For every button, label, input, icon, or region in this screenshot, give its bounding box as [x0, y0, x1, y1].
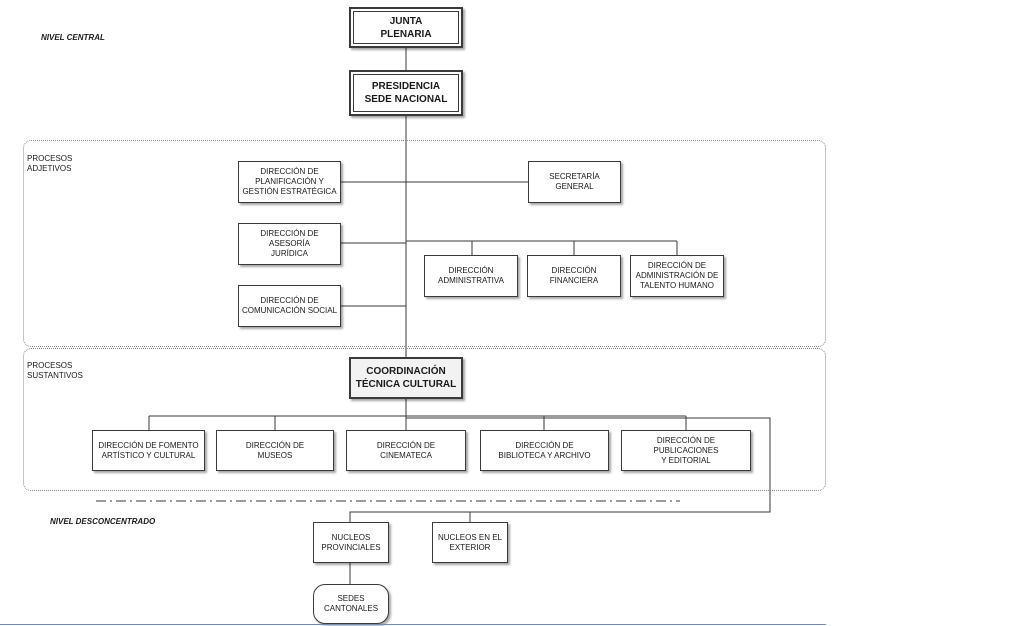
- level-central-label: NIVEL CENTRAL: [41, 33, 105, 42]
- region-sustantivos-label: PROCESOS SUSTANTIVOS: [27, 361, 83, 380]
- node-secretaria: SECRETARÍA GENERAL: [528, 161, 621, 203]
- node-talento-humano: DIRECCIÓN DE ADMINISTRACIÓN DE TALENTO H…: [630, 255, 724, 297]
- node-biblioteca: DIRECCIÓN DE BIBLIOTECA Y ARCHIVO: [480, 430, 609, 471]
- node-sedes-cantonales: SEDES CANTONALES: [313, 584, 389, 624]
- node-planificacion: DIRECCIÓN DE PLANIFICACIÓN Y GESTIÓN EST…: [238, 161, 341, 203]
- node-nucleos-exterior: NUCLEOS EN EL EXTERIOR: [432, 522, 508, 563]
- node-fomento: DIRECCIÓN DE FOMENTO ARTÍSTICO Y CULTURA…: [92, 430, 205, 471]
- node-junta-plenaria: JUNTA PLENARIA: [349, 7, 463, 48]
- node-asesoria: DIRECCIÓN DE ASESORÍA JURÍDICA: [238, 223, 341, 265]
- node-comunicacion: DIRECCIÓN DE COMUNICACIÓN SOCIAL: [238, 285, 341, 327]
- link-desconcentrado: [349, 417, 771, 522]
- node-museos: DIRECCIÓN DE MUSEOS: [216, 430, 334, 471]
- node-coordinacion: COORDINACIÓN TÉCNICA CULTURAL: [349, 357, 463, 399]
- region-procesos-adjetivos: [23, 140, 826, 347]
- level-desconcentrado-label: NIVEL DESCONCENTRADO: [50, 517, 156, 526]
- bottom-rule: [0, 624, 826, 625]
- node-administrativa: DIRECCIÓN ADMINISTRATIVA: [424, 255, 518, 297]
- node-nucleos-provinciales: NUCLEOS PROVINCIALES: [313, 522, 389, 563]
- node-financiera: DIRECCIÓN FINANCIERA: [527, 255, 621, 297]
- node-presidencia: PRESIDENCIA SEDE NACIONAL: [349, 70, 463, 116]
- node-publicaciones: DIRECCIÓN DE PUBLICACIONES Y EDITORIAL: [621, 430, 751, 471]
- region-adjetivos-label: PROCESOS ADJETIVOS: [27, 154, 73, 173]
- node-cinemateca: DIRECCIÓN DE CINEMATECA: [346, 430, 466, 471]
- region-procesos-sustantivos: [23, 348, 826, 491]
